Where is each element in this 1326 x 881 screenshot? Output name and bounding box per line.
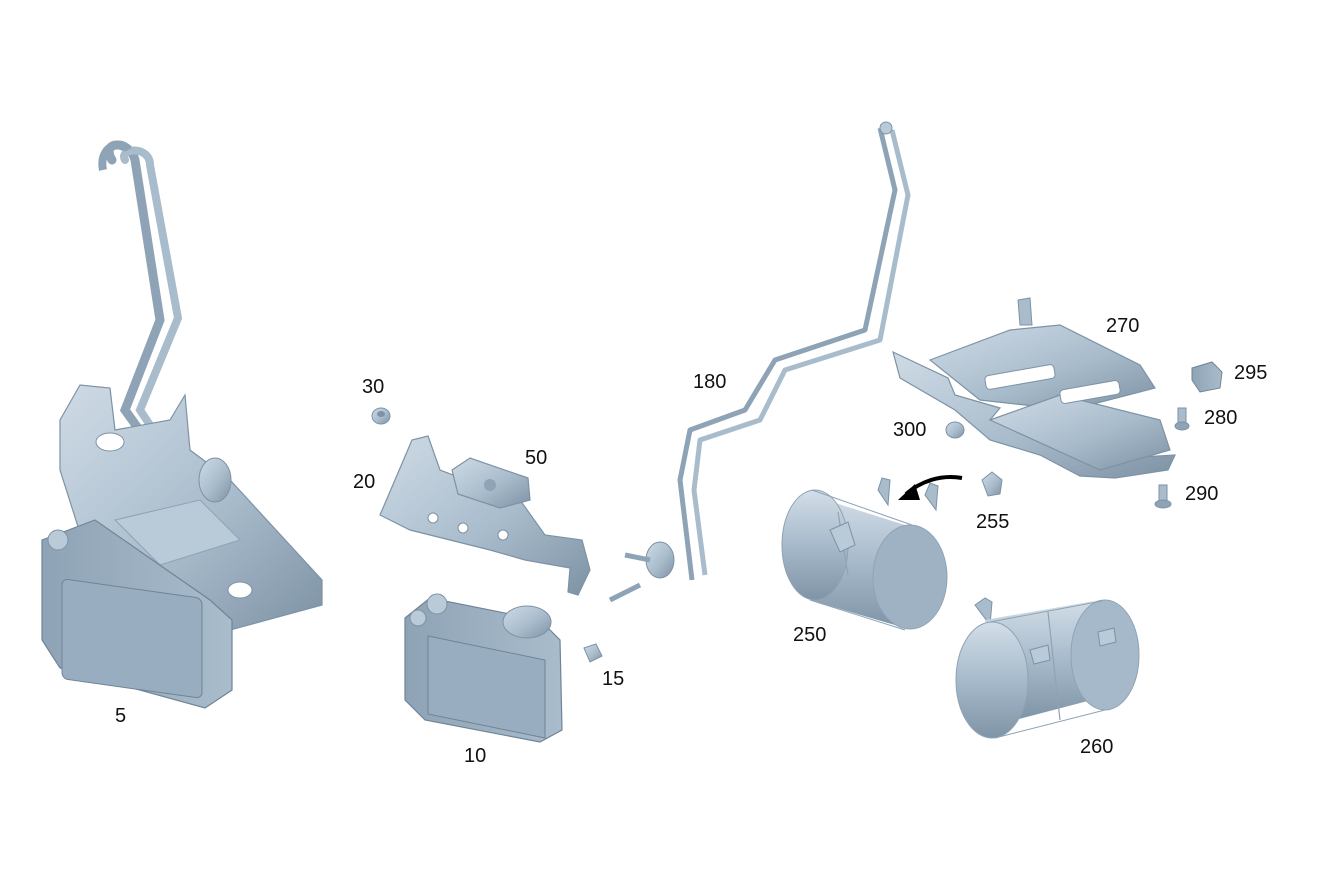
callout-20: 20 [353,471,375,493]
callout-30: 30 [362,376,384,398]
callout-10: 10 [464,745,486,767]
callout-50: 50 [525,447,547,469]
part-260-air-tank [955,597,1140,739]
part-255-valve [981,471,1003,497]
callout-290: 290 [1185,483,1218,505]
part-10-hydraulic-unit [404,593,563,743]
part-270-frame-bracket [892,297,1176,479]
part-20-bracket [379,435,591,596]
part-295-clip [1191,361,1223,393]
callout-270: 270 [1106,315,1139,337]
callout-250: 250 [793,624,826,646]
callout-labels: 5 10 15 20 30 50 180 250 255 260 270 280… [115,315,1267,767]
part-300-nut [945,421,965,439]
callout-295: 295 [1234,362,1267,384]
callout-5: 5 [115,705,126,727]
part-30-grommet [371,407,391,425]
callout-255: 255 [976,511,1009,533]
part-5-assembly [41,140,323,709]
part-290-bolt [1154,484,1172,509]
assembly-arrow [898,475,963,500]
callout-15: 15 [602,668,624,690]
part-180-brake-lines [608,121,911,603]
part-50-mount-plate [451,457,531,509]
callout-280: 280 [1204,407,1237,429]
callout-180: 180 [693,371,726,393]
part-250-air-tank [781,477,948,631]
part-15-fitting [583,643,603,663]
callout-260: 260 [1080,736,1113,758]
callout-300: 300 [893,419,926,441]
part-280-bolt [1174,407,1190,431]
